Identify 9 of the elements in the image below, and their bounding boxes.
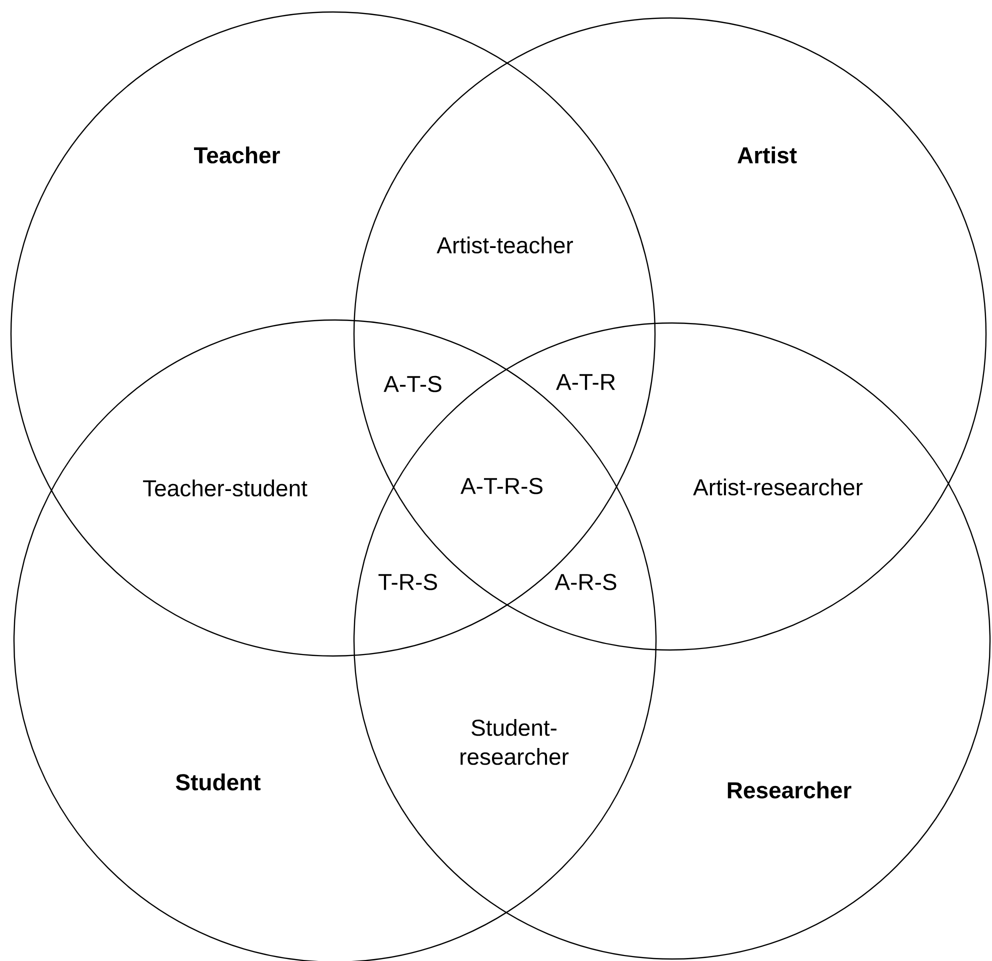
region-label: Teacher-student: [143, 480, 308, 496]
region-label: A-R-S: [554, 574, 616, 590]
region-label: Student-researcher: [460, 719, 569, 765]
region-label: A-T-R: [556, 374, 615, 390]
region-label: T-R-S: [378, 574, 437, 590]
region-label: A-T-S: [384, 376, 442, 392]
region-label: Artist-researcher: [693, 478, 863, 496]
region-label: A-T-R-S: [460, 478, 542, 494]
region-label: Artist-teacher: [436, 236, 573, 254]
